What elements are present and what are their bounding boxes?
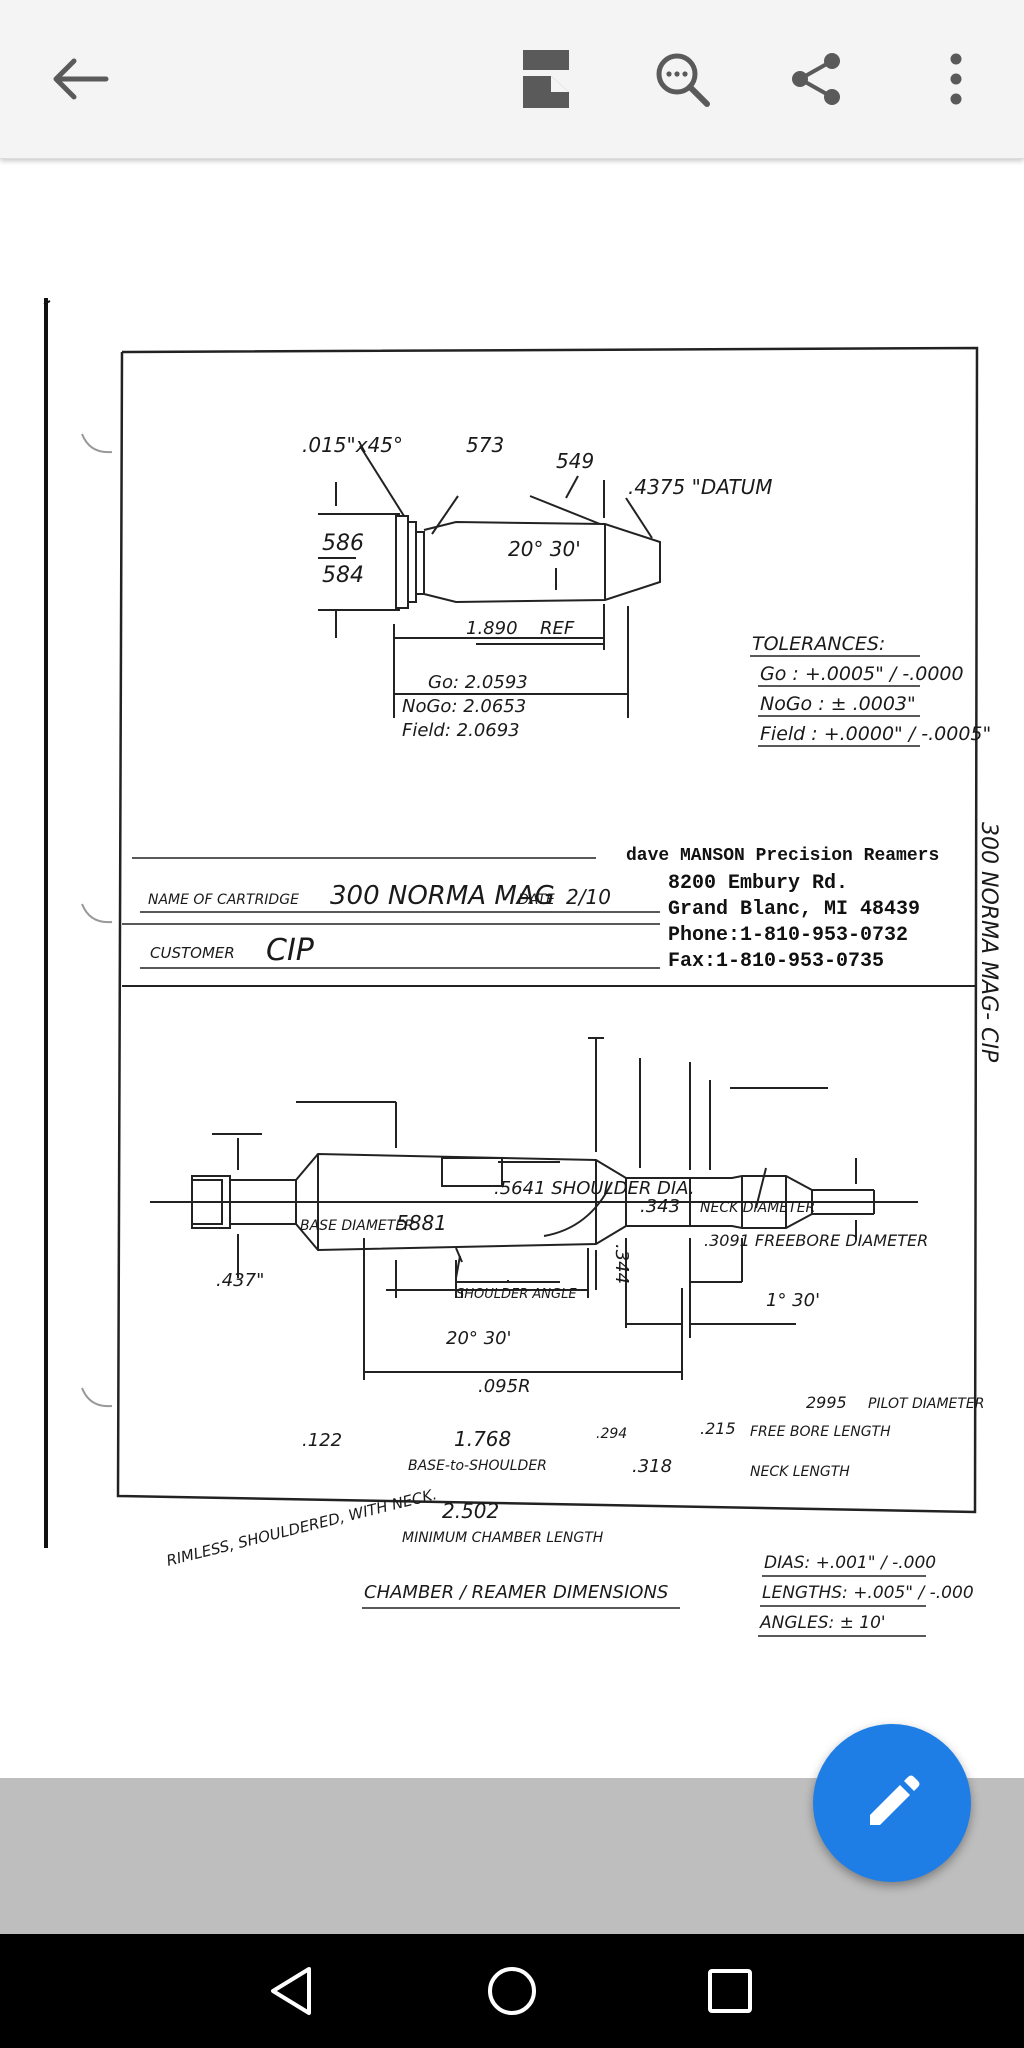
company-name: dave MANSON Precision Reamers	[626, 846, 939, 866]
freebore-dia: .3091 FREEBORE DIAMETER	[704, 1231, 928, 1250]
company-address-2: Grand Blanc, MI 48439	[668, 898, 920, 921]
pilot-dia-value: 2995	[806, 1393, 847, 1412]
dim-549: 549	[556, 449, 594, 473]
search-button[interactable]	[642, 39, 722, 119]
nav-recents-button[interactable]	[685, 1956, 775, 2026]
document-layout-icon	[523, 50, 569, 108]
go-length: Go: 2.0593	[428, 672, 528, 693]
more-options-button[interactable]	[916, 39, 996, 119]
more-vert-icon	[950, 53, 962, 105]
nogo-length: NoGo: 2.0653	[402, 696, 526, 717]
ref-value: 1.890	[466, 618, 518, 639]
dim-215: .215	[700, 1419, 736, 1438]
share-icon	[792, 53, 840, 105]
neck-length-label: NECK LENGTH	[750, 1464, 850, 1480]
tol-lengths: LENGTHS: +.005" / -.000	[762, 1583, 974, 1603]
name-of-cartridge-label: NAME OF CARTRIDGE	[148, 892, 299, 908]
back-arrow-icon	[53, 58, 109, 100]
customer-label: CUSTOMER	[150, 944, 235, 962]
shoulder-radius: .095R	[478, 1376, 531, 1397]
customer-value: CIP	[266, 933, 315, 968]
scanned-drawing-page: .015"x45° 573 549 .4375 "DATUM 586 584 2…	[43, 298, 1001, 1637]
chamfer-label: .015"x45°	[302, 433, 403, 457]
tolerances-title: TOLERANCES:	[752, 633, 885, 655]
layout-button[interactable]	[506, 39, 586, 119]
tol-dias: DIAS: +.001" / -.000	[764, 1553, 936, 1573]
nav-recents-icon	[708, 1969, 752, 2013]
tol-field: Field : +.0000" / -.0005"	[760, 723, 991, 745]
base-dia-value: 5881	[396, 1211, 447, 1235]
datum-label: .4375 "DATUM	[628, 475, 773, 499]
base-to-shoulder-label: BASE-to-SHOULDER	[408, 1458, 547, 1474]
rim-dia: .437"	[216, 1270, 264, 1291]
dim-344: .344	[611, 1244, 632, 1284]
dim-1768: 1.768	[454, 1427, 511, 1451]
base-dia-label: BASE DIAMETER	[300, 1218, 414, 1234]
dim-294: .294	[596, 1426, 627, 1442]
pencil-edit-icon	[870, 1775, 920, 1825]
neck-dia-value: .343	[640, 1196, 680, 1217]
dim-122: .122	[302, 1430, 342, 1451]
date-value: 2/10	[566, 885, 611, 909]
shoulder-dia: .5641 SHOULDER DIA.	[494, 1178, 695, 1199]
dim-584: 584	[322, 563, 364, 588]
chamber-reamer-title: CHAMBER / REAMER DIMENSIONS	[364, 1582, 668, 1603]
freebore-angle: 1° 30'	[766, 1290, 820, 1311]
pilot-dia-label: PILOT DIAMETER	[868, 1396, 985, 1412]
date-label: DATE	[518, 892, 555, 908]
company-phone: Phone:1-810-953-0732	[668, 924, 908, 947]
freebore-length-label: FREE BORE LENGTH	[750, 1424, 891, 1440]
neck-dia-label: NECK DIAMETER	[700, 1200, 815, 1216]
top-toolbar	[0, 0, 1024, 159]
nav-back-button[interactable]	[246, 1956, 336, 2026]
dim-573: 573	[466, 433, 504, 457]
system-nav-bar	[0, 1934, 1024, 2048]
shoulder-angle-value: 20° 30'	[446, 1328, 511, 1349]
nav-back-icon	[271, 1967, 311, 2015]
company-address-1: 8200 Embury Rd.	[668, 872, 848, 895]
dim-586: 586	[322, 531, 364, 556]
share-button[interactable]	[776, 39, 856, 119]
dim-2502: 2.502	[442, 1499, 499, 1523]
back-button[interactable]	[40, 39, 120, 119]
taper-angle: 20° 30'	[508, 537, 581, 561]
tol-nogo: NoGo : ± .0003"	[760, 693, 916, 715]
dim-318: .318	[632, 1456, 672, 1477]
side-cartridge-label: 300 NORMA MAG- CIP	[976, 822, 1001, 1063]
tol-angles: ANGLES: ± 10'	[759, 1613, 886, 1633]
nav-home-icon	[488, 1967, 536, 2015]
nav-home-button[interactable]	[467, 1956, 557, 2026]
tol-go: Go : +.0005" / -.0000	[760, 663, 964, 685]
field-length: Field: 2.0693	[402, 720, 520, 741]
shoulder-angle-label: SHOULDER ANGLE	[456, 1287, 577, 1302]
min-chamber-label: MINIMUM CHAMBER LENGTH	[402, 1530, 604, 1546]
cartridge-name: 300 NORMA MAG	[330, 881, 555, 911]
company-fax: Fax:1-810-953-0735	[668, 950, 884, 973]
search-zoom-icon	[656, 53, 710, 107]
ref-label: REF	[540, 618, 575, 639]
document-viewer[interactable]: .015"x45° 573 549 .4375 "DATUM 586 584 2…	[0, 158, 1024, 1778]
edit-fab-button[interactable]	[813, 1724, 971, 1882]
